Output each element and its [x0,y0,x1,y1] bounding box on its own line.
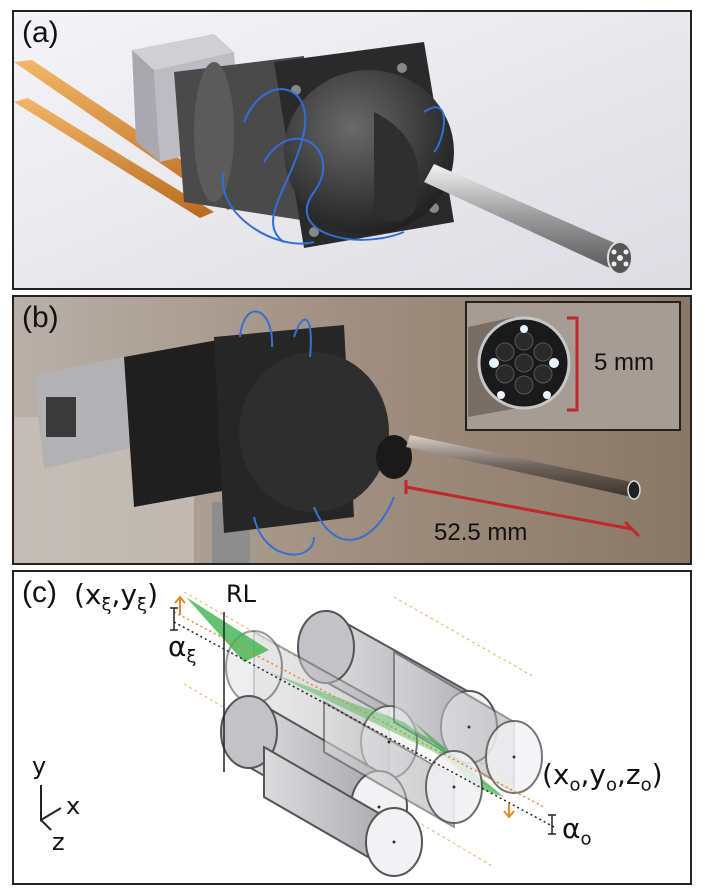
panel-a-illustration [14,12,690,288]
rod-tip-lens [623,249,629,255]
optical-fiber [239,310,274,348]
rod-tip-lens [617,255,623,261]
source-coordinate-label: (xξ,yξ) [74,578,159,616]
camera-face [46,397,76,437]
optical-fiber [313,496,395,541]
inset-led [543,391,551,399]
rod-tip [627,480,641,500]
rod-tip-lens [611,249,617,255]
diameter-label: 5 mm [594,349,654,376]
mount-screw [397,63,407,73]
optical-fiber [243,88,307,243]
rod-collar [376,435,412,479]
optical-fiber [221,171,315,245]
source-tilt-label: αξ [168,630,197,668]
guide-line [393,596,535,678]
length-label: 52.5 mm [434,519,528,546]
camera-body [34,357,134,469]
lens-center [392,840,396,844]
lens-center [387,740,391,744]
length-scale-bar [404,480,641,538]
lens-center [512,755,516,759]
relay-label: RL [226,580,257,608]
camera-body [132,34,234,70]
endoscope-rod [406,435,636,497]
object-tilt-bracket [548,814,556,835]
lens-barrel-ring [194,62,234,202]
endoscope-rod [424,164,626,270]
mount-screw [309,227,319,237]
panel-c: (c) (xξ,yξ) αξ RL (xo,yo,zo) αo y x z [12,570,692,885]
object-tilt-label: αo [562,812,592,850]
source-offset-arrow [174,595,186,615]
panel-a-label: (a) [22,16,59,49]
lens-center [467,725,471,729]
inset-lens [514,375,534,395]
inset-lens [514,353,534,373]
dome-housing [239,352,389,512]
lens-center [377,805,381,809]
rod-tip-lens [623,261,629,267]
dome-housing [284,70,454,234]
inset-lens [514,331,534,351]
optical-axis [173,621,555,828]
object-offset-arrow [503,804,515,819]
axis-y-label: y [32,752,47,780]
optical-fiber [423,106,445,153]
inset-led [549,358,559,368]
inset-led [520,325,528,333]
dome-housing-cone [374,112,419,222]
copper-rail [14,98,214,218]
optical-fiber [263,137,405,241]
camera-body [132,50,160,162]
coordinate-axes [40,785,62,831]
optical-fiber [253,516,315,556]
lens-barrel [124,337,244,507]
inset-led [489,358,499,368]
inset-lens [495,342,515,362]
axis-x-label: x [66,792,81,820]
panel-b: (b) 5 mm 52.5 mm [12,295,692,565]
panel-b-illustration [14,297,690,563]
source-tilt-bracket [170,607,178,631]
rod-tip-lens [611,261,617,267]
panel-b-label: (b) [22,301,59,334]
panel-c-diagram [40,591,556,877]
optical-fiber [293,318,312,358]
diameter-scale-bar [567,316,579,412]
inset-lens [533,364,553,384]
panel-a: (a) [12,10,692,290]
inset-lens [533,342,553,362]
lens-center [452,785,456,789]
inset-led [497,391,505,399]
object-coordinate-label: (xo,yo,zo) [542,758,663,796]
panel-c-label: (c) [22,576,57,609]
rod-lens-cylinder [323,700,455,829]
light-cone [186,597,269,662]
axis-z-label: z [52,828,65,856]
inset-lens [495,364,515,384]
